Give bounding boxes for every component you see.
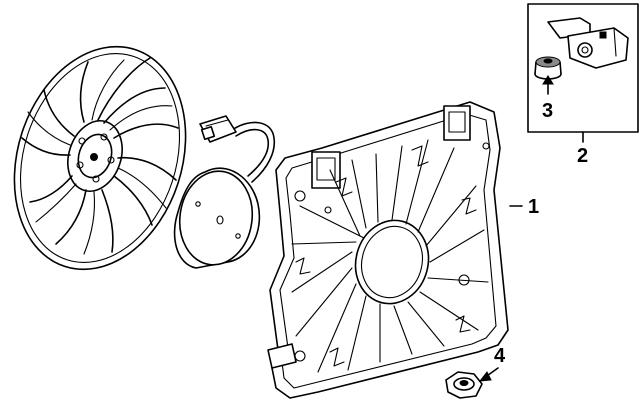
nut-part — [445, 367, 499, 399]
callout-label-2: 2 — [577, 145, 588, 167]
fan-blade — [13, 45, 187, 271]
callout-label-1: 1 — [528, 196, 539, 218]
fan-motor — [173, 115, 276, 269]
fan-shroud — [267, 101, 509, 399]
callout-label-4: 4 — [494, 345, 506, 367]
grommet-part — [534, 56, 562, 80]
callout-label-3: 3 — [542, 100, 553, 122]
callout-leaders — [509, 131, 584, 207]
bracket-part — [547, 17, 629, 69]
inset-box — [527, 3, 639, 133]
